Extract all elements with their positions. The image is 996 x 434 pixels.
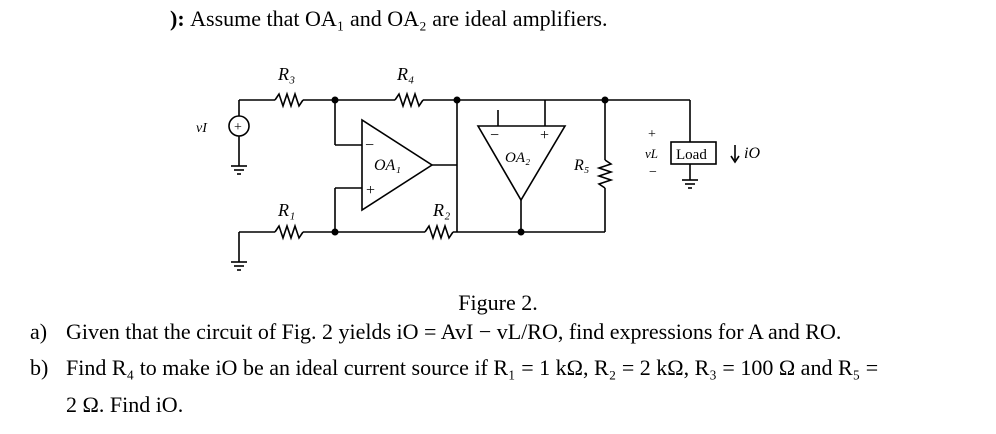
question-a-text: Given that the circuit of Fig. 2 yields … — [66, 319, 842, 344]
question-b-continued: 2 Ω. Find iO. — [66, 392, 184, 417]
source-plus: + — [234, 120, 242, 135]
label-vi: vI — [196, 121, 208, 136]
question-a-label: a) — [30, 319, 48, 344]
label-r2: R₂ — [432, 200, 450, 220]
label-r4: R₄ — [396, 64, 414, 84]
resistor-r2 — [424, 223, 454, 241]
label-oa2: OA₂ — [505, 150, 530, 166]
label-r1: R₁ — [277, 200, 295, 220]
circuit-diagram: R₃ R₄ R₁ R₂ R₅ OA₁ OA₂ vI + − + − + + vL… — [196, 64, 760, 271]
question-b-label: b) — [30, 355, 49, 380]
oa1-plus: + — [366, 182, 375, 199]
opamp-oa1 — [361, 118, 434, 212]
question-b-text: Find R₄ to make iO be an ideal current s… — [66, 355, 879, 380]
question-b: b) Find R₄ to make iO be an ideal current… — [30, 355, 878, 381]
label-r5: R₅ — [573, 157, 589, 174]
statement-prefix: ): — [170, 6, 191, 31]
problem-statement: ): Assume that OA₁ and OA₂ are ideal amp… — [30, 6, 608, 32]
load-minus: − — [649, 165, 657, 180]
opamp-oa2 — [476, 125, 567, 202]
oa2-plus: + — [540, 127, 549, 144]
resistor-r3 — [274, 91, 304, 109]
label-load: Load — [676, 147, 707, 163]
question-a: a) Given that the circuit of Fig. 2 yield… — [30, 319, 841, 345]
label-oa1: OA₁ — [374, 157, 401, 174]
resistor-r1 — [274, 223, 304, 241]
oa1-minus: − — [365, 137, 374, 154]
statement-text: Assume that OA₁ and OA₂ are ideal amplif… — [190, 6, 608, 31]
figure-caption: Figure 2. — [458, 290, 538, 315]
resistor-r4 — [394, 91, 424, 109]
load-plus: + — [648, 127, 656, 142]
resistor-r5 — [596, 159, 614, 189]
load-box — [670, 141, 717, 165]
oa2-minus: − — [490, 127, 499, 144]
label-io: iO — [744, 145, 760, 162]
label-vl: vL — [645, 146, 658, 161]
label-r3: R₃ — [277, 64, 295, 84]
